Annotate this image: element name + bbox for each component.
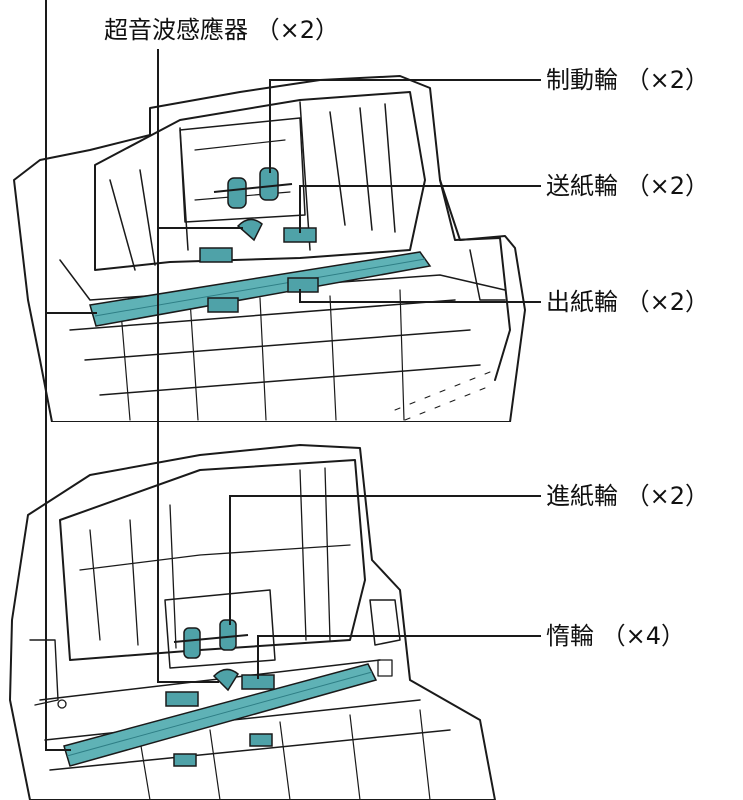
leader-brake: [269, 79, 541, 173]
ultrasonic-sensor-top: [236, 218, 263, 242]
label-brake-roller: 制動輪 （×2）: [546, 66, 710, 94]
pick-roller-left: [199, 247, 233, 263]
label-pick-roller: 送紙輪 （×2）: [546, 172, 710, 200]
scanning-glass-bottom: [63, 663, 378, 767]
label-eject-roller: 出紙輪 （×2）: [546, 288, 710, 316]
leader-idler: [257, 635, 541, 679]
feed-roller-right: [219, 619, 237, 651]
label-feed-roller: 進紙輪 （×2）: [546, 482, 710, 510]
label-ultrasonic-sensor: 超音波感應器 （×2）: [104, 16, 340, 44]
scanner-top-parts: [89, 167, 432, 327]
idler-roller-4: [249, 733, 273, 747]
leader-feed: [229, 495, 541, 625]
scanning-glass-top: [89, 251, 432, 327]
label-idler-roller: 惰輪 （×4）: [546, 622, 686, 650]
brake-roller-left: [227, 177, 247, 209]
vent-grille: [394, 371, 491, 421]
scanner-bottom-illustration: [9, 444, 496, 800]
leader-lines: [45, 0, 541, 751]
eject-roller-right: [287, 277, 319, 293]
ultrasonic-sensor-bottom: [212, 668, 239, 692]
idler-roller-1: [165, 691, 199, 707]
eject-roller-left: [207, 297, 239, 313]
leader-eject: [299, 289, 541, 303]
scanner-bottom-parts: [63, 619, 378, 767]
feed-roller-left: [183, 627, 201, 659]
leader-pick: [299, 185, 541, 233]
idler-roller-3: [173, 753, 197, 767]
leader-ultrasonic: [157, 49, 219, 683]
